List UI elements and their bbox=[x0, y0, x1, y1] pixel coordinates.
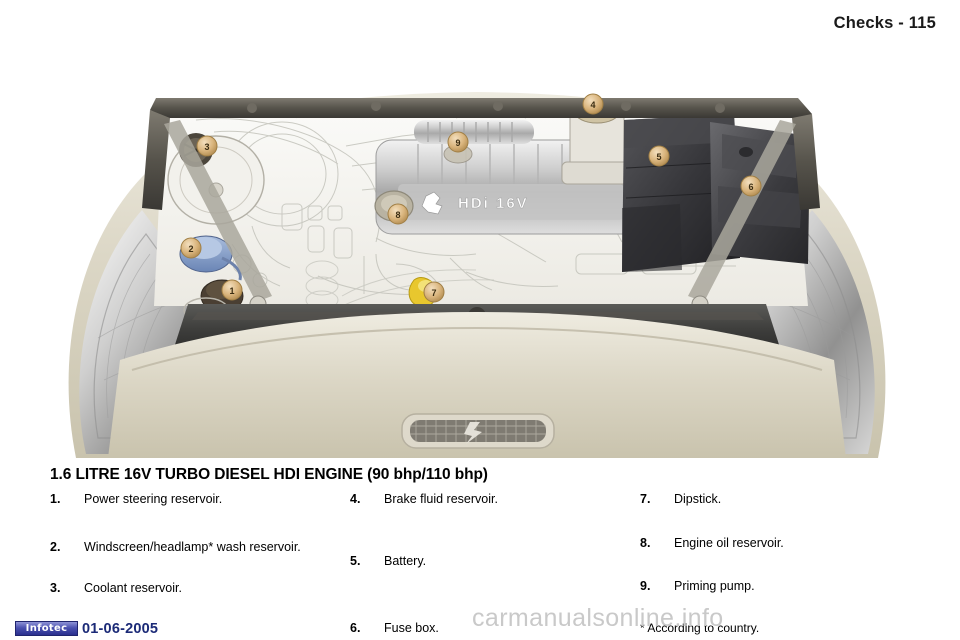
legend-number: 1. bbox=[50, 492, 61, 506]
section-title: 1.6 LITRE 16V TURBO DIESEL HDI ENGINE (9… bbox=[50, 466, 488, 483]
engine-bay-illustration: HDi 16V bbox=[46, 58, 908, 458]
legend-label: Battery. bbox=[384, 553, 427, 568]
legend-item: 9. Priming pump. bbox=[640, 579, 920, 595]
callout-7: 7 bbox=[423, 281, 445, 303]
svg-text:1: 1 bbox=[229, 286, 234, 296]
legend-number: 7. bbox=[640, 492, 651, 506]
bonnet-surround bbox=[142, 98, 820, 313]
footer-date: 01-06-2005 bbox=[82, 621, 159, 637]
svg-text:9: 9 bbox=[455, 138, 460, 148]
legend-number: 8. bbox=[640, 535, 651, 550]
legend-label: Windscreen/headlamp* wash reservoir. bbox=[84, 539, 301, 554]
legend-item: 6. Fuse box. bbox=[350, 621, 640, 637]
legend-label: Engine oil reservoir. bbox=[674, 535, 784, 550]
running-head: Checks - 115 bbox=[833, 14, 936, 32]
legend-label: Brake fluid reservoir. bbox=[384, 492, 498, 506]
legend-label: Coolant reservoir. bbox=[84, 581, 182, 596]
page-footer: Infotec 01-06-2005 bbox=[0, 614, 960, 640]
legend-item: 3. Coolant reservoir. bbox=[50, 581, 350, 597]
legend-number: 3. bbox=[50, 581, 61, 596]
legend-label: Power steering reservoir. bbox=[84, 492, 223, 506]
legend-column-2: 4. Brake fluid reservoir. 5. Battery. 6.… bbox=[350, 492, 640, 637]
legend-number: 9. bbox=[640, 579, 651, 594]
legend-footnote: * According to country. bbox=[640, 620, 760, 635]
legend-item: 2. Windscreen/headlamp* wash reservoir. bbox=[50, 540, 350, 556]
callout-markers: 3 2 1 9 4 5 6 bbox=[180, 93, 762, 303]
legend-column-3: 7. Dipstick. 8. Engine oil reservoir. 9.… bbox=[640, 492, 920, 637]
callout-8: 8 bbox=[387, 203, 409, 225]
svg-text:2: 2 bbox=[188, 244, 193, 254]
legend-label: Dipstick. bbox=[674, 492, 722, 506]
svg-text:8: 8 bbox=[395, 210, 400, 220]
engine-cover-text: HDi 16V bbox=[458, 195, 529, 212]
grille bbox=[401, 413, 555, 449]
peugeot-lion-logo bbox=[421, 191, 443, 215]
legend-item: 5. Battery. bbox=[350, 554, 640, 570]
engine-bay-svg: HDi 16V bbox=[68, 92, 886, 458]
legend: 1. Power steering reservoir. 2. Windscre… bbox=[50, 492, 920, 637]
intake-pipe bbox=[414, 120, 534, 144]
svg-text:5: 5 bbox=[656, 152, 661, 162]
infotec-logo-text: Infotec bbox=[25, 622, 68, 634]
callout-6: 6 bbox=[740, 175, 762, 197]
callout-5: 5 bbox=[648, 145, 670, 167]
callout-4: 4 bbox=[582, 93, 604, 115]
legend-item: 1. Power steering reservoir. bbox=[50, 492, 350, 508]
svg-text:3: 3 bbox=[204, 142, 209, 152]
svg-text:7: 7 bbox=[431, 288, 436, 298]
engine-cover: HDi 16V bbox=[374, 120, 641, 235]
callout-3: 3 bbox=[196, 135, 218, 157]
legend-label: Fuse box. bbox=[384, 621, 439, 636]
svg-text:4: 4 bbox=[590, 100, 595, 110]
svg-text:6: 6 bbox=[748, 182, 753, 192]
legend-number: 6. bbox=[350, 621, 361, 636]
legend-column-1: 1. Power steering reservoir. 2. Windscre… bbox=[50, 492, 350, 637]
legend-label: Priming pump. bbox=[674, 579, 755, 594]
legend-item: 7. Dipstick. bbox=[640, 492, 920, 508]
infotec-logo: Infotec bbox=[15, 621, 78, 636]
legend-item: 4. Brake fluid reservoir. bbox=[350, 492, 640, 508]
front-bumper bbox=[108, 312, 846, 458]
legend-number: 2. bbox=[50, 539, 61, 554]
legend-number: 5. bbox=[350, 553, 361, 568]
callout-9: 9 bbox=[447, 131, 469, 153]
legend-item: 8. Engine oil reservoir. bbox=[640, 536, 920, 552]
grille-lion-logo bbox=[464, 422, 482, 444]
callout-2: 2 bbox=[180, 237, 202, 259]
legend-number: 4. bbox=[350, 492, 361, 506]
callout-1: 1 bbox=[221, 279, 243, 301]
